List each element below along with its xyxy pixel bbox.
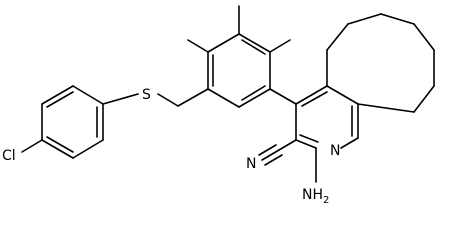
nitrile-nitrogen-label: N [246,156,256,172]
sulfur-label: S [142,87,151,103]
methyl-bond-left [187,39,209,53]
pyridine-ring [295,85,359,149]
s-ch2-bond [157,93,179,107]
amino-label: NH2 [302,187,329,206]
dimethylphenyl-ring [207,33,271,108]
nitrile-triple-bond-2 [258,144,277,156]
cyclooctane-ring [326,13,435,113]
chlorophenyl-ring [41,85,104,159]
c-s-bond [102,93,139,105]
ch2-aryl-bond [177,88,209,107]
c-cl-bond [21,139,43,153]
chlorine-label: Cl [2,148,16,164]
chemical-structure: Cl S N N NH2 [2,5,435,206]
ring-nitrogen-label: N [330,143,340,159]
amino-label-subscript: 2 [323,195,329,206]
nitrile-triple-bond-1 [261,149,280,161]
c-cn-bond [278,139,297,151]
amino-label-main: NH [302,187,323,203]
methyl-bond-right [269,39,291,53]
nitrile-triple-bond-3 [264,154,283,166]
biaryl-bond [269,88,297,105]
